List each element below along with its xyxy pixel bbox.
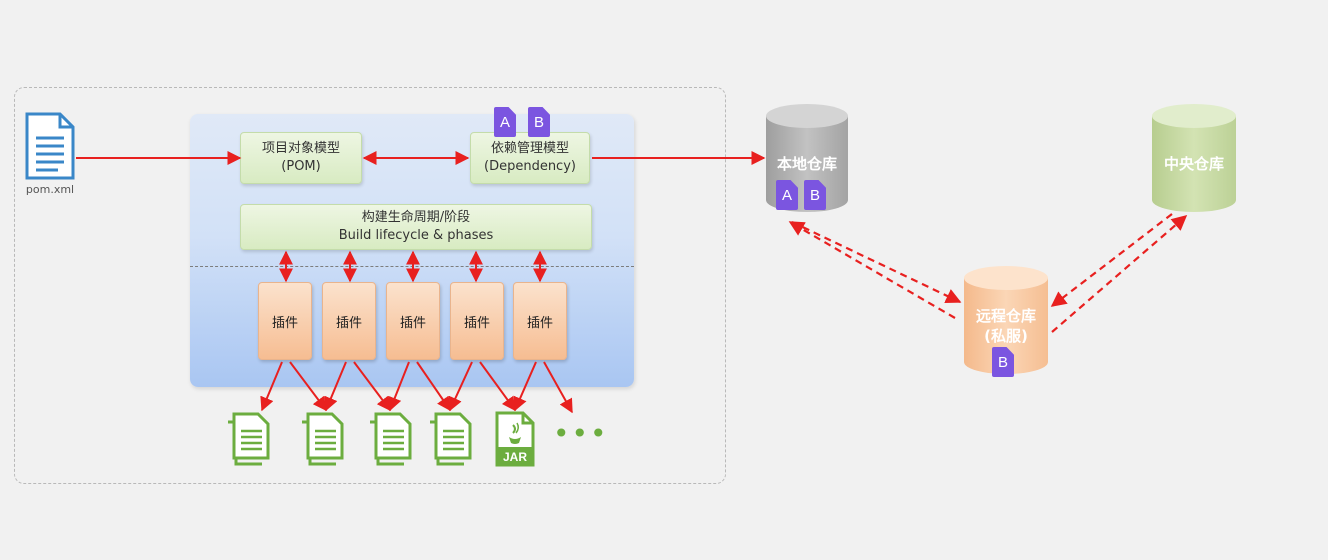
- dependency-model-title: 依赖管理模型: [490, 141, 569, 157]
- pom-file-icon: [25, 112, 75, 180]
- central-repository-cylinder: [1152, 104, 1236, 212]
- central-repository-label: 中央仓库: [1163, 155, 1224, 173]
- panel-divider: [190, 266, 634, 267]
- lifecycle-title: 构建生命周期/阶段: [361, 210, 471, 226]
- pom-file-label: pom.xml: [25, 183, 75, 196]
- lifecycle-subtitle: Build lifecycle & phases: [338, 228, 494, 243]
- pom-model-box: 项目对象模型 (POM): [240, 132, 362, 184]
- pom-model-title: 项目对象模型: [261, 141, 340, 157]
- plugin-box: 插件: [322, 282, 376, 360]
- arrow-local-to-remote: [791, 221, 962, 303]
- local-tag-b: B: [804, 180, 826, 210]
- plugin-box: 插件: [450, 282, 504, 360]
- local-tag-a: A: [776, 180, 798, 210]
- maven-frame: [14, 87, 726, 484]
- remote-repository-subtitle: (私服): [984, 327, 1028, 346]
- lifecycle-box: 构建生命周期/阶段 Build lifecycle & phases: [240, 204, 592, 250]
- plugin-box: 插件: [513, 282, 567, 360]
- jar-label: JAR: [503, 450, 527, 464]
- plugin-box: 插件: [386, 282, 440, 360]
- output-document-icon: [228, 412, 270, 466]
- arrow-remote-to-central: [1051, 214, 1188, 333]
- remote-tag-b: B: [992, 347, 1014, 377]
- remote-repository-cylinder: [964, 266, 1048, 374]
- dependency-model-box: 依赖管理模型 (Dependency): [470, 132, 590, 184]
- jar-file-icon: JAR: [495, 411, 535, 467]
- output-document-icon: [370, 412, 412, 466]
- more-outputs-indicator: •••: [553, 417, 609, 450]
- arrow-remote-to-local: [788, 221, 956, 319]
- output-document-icon: [302, 412, 344, 466]
- dependency-tag-b: B: [528, 107, 550, 137]
- plugin-box: 插件: [258, 282, 312, 360]
- remote-repository-title: 远程仓库: [975, 307, 1036, 325]
- dependency-tag-a: A: [494, 107, 516, 137]
- dependency-model-subtitle: (Dependency): [484, 159, 576, 174]
- local-repository-label: 本地仓库: [776, 155, 837, 173]
- arrow-central-to-remote: [1050, 213, 1173, 307]
- output-document-icon: [430, 412, 472, 466]
- pom-model-subtitle: (POM): [281, 159, 321, 174]
- remote-repository-label: 远程仓库 (私服): [962, 306, 1050, 347]
